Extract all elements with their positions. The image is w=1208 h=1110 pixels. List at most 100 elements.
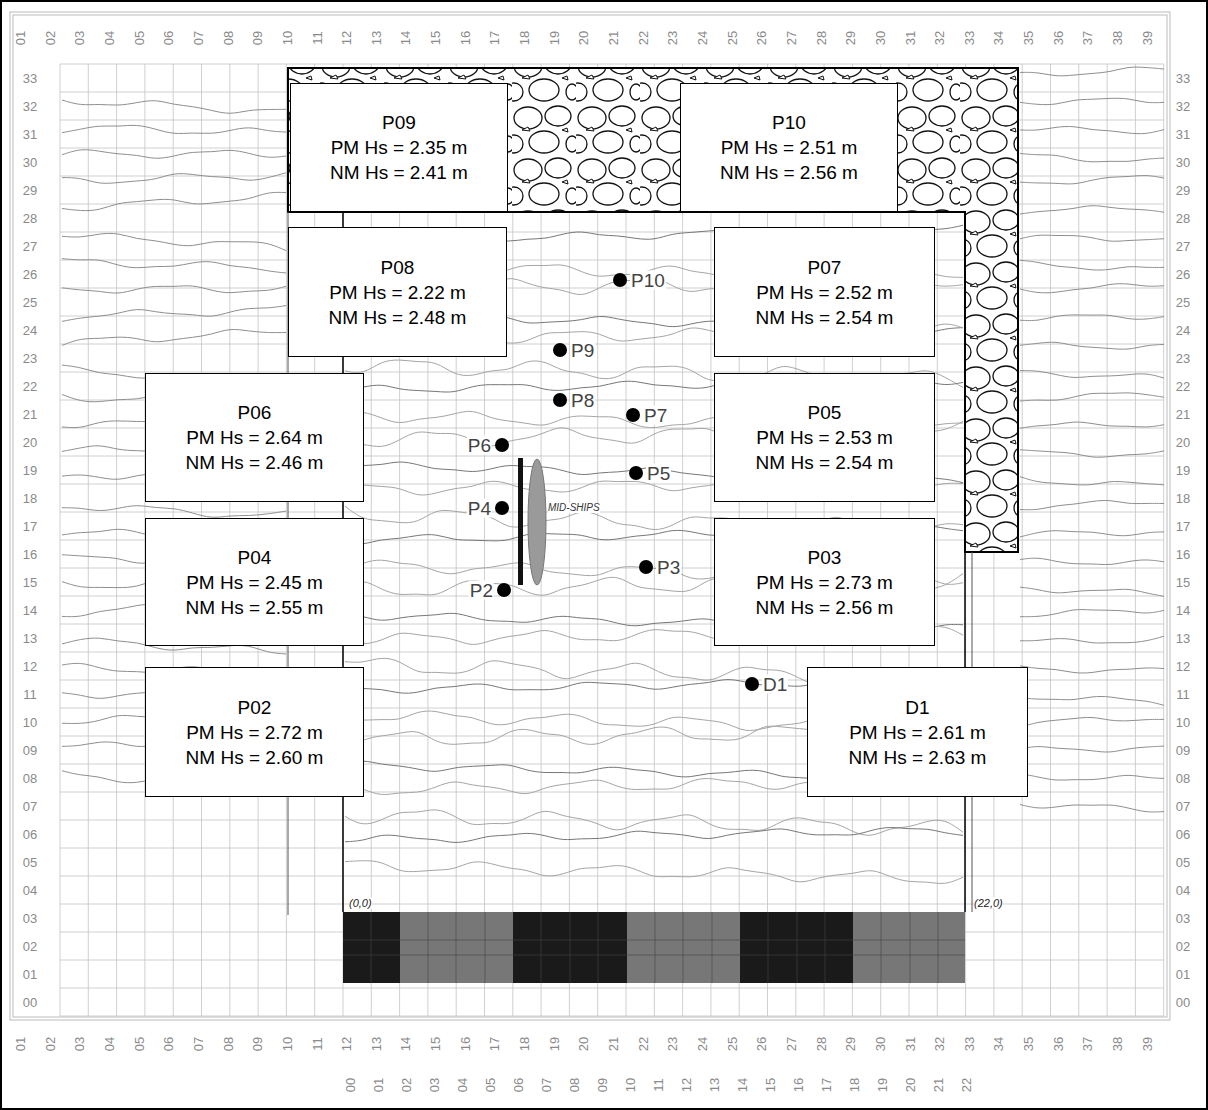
basin-coordinate: 17 — [820, 1078, 833, 1092]
basin-coordinate: 13 — [708, 1078, 721, 1092]
basin-coordinate: 04 — [456, 1078, 469, 1092]
wave-height: PM Hs = 2.51 m — [721, 135, 858, 160]
column-number: 13 — [369, 31, 382, 45]
column-number: 25 — [725, 31, 738, 45]
basin-coordinate: 15 — [764, 1078, 777, 1092]
column-number: 03 — [73, 1037, 86, 1051]
column-number: 13 — [369, 1037, 382, 1051]
corner-coordinate: (22,0) — [974, 898, 1003, 909]
gauge-label: P3 — [656, 558, 681, 577]
column-number: 01 — [14, 31, 27, 45]
ship-model — [518, 458, 546, 585]
gauge-dot — [553, 343, 567, 357]
gauge-result-box: P08PM Hs = 2.22 mNM Hs = 2.48 m — [288, 227, 507, 357]
basin-coordinate: 16 — [792, 1078, 805, 1092]
row-number: 28 — [23, 212, 37, 225]
row-number: 01 — [1176, 968, 1190, 981]
row-number: 30 — [1176, 156, 1190, 169]
gauge-result-box: P07PM Hs = 2.52 mNM Hs = 2.54 m — [714, 227, 935, 357]
corner-coordinate: (0,0) — [349, 898, 372, 909]
gauge-label: P10 — [630, 271, 666, 290]
basin-coordinate: 10 — [624, 1078, 637, 1092]
gauge-dot — [745, 677, 759, 691]
column-number: 15 — [429, 1037, 442, 1051]
wave-height: NM Hs = 2.54 m — [756, 305, 894, 330]
basin-coordinate: 12 — [680, 1078, 693, 1092]
column-number: 08 — [221, 1037, 234, 1051]
row-number: 25 — [23, 296, 37, 309]
gauge-label: D1 — [762, 675, 788, 694]
column-number: 37 — [1081, 31, 1094, 45]
column-number: 07 — [191, 31, 204, 45]
wave-height: NM Hs = 2.63 m — [849, 745, 987, 770]
column-number: 05 — [132, 1037, 145, 1051]
row-number: 13 — [1176, 632, 1190, 645]
row-number: 06 — [1176, 828, 1190, 841]
column-number: 19 — [547, 31, 560, 45]
column-number: 16 — [458, 31, 471, 45]
row-number: 14 — [1176, 604, 1190, 617]
column-number: 16 — [458, 1037, 471, 1051]
gauge-id: P02 — [238, 695, 272, 720]
column-number: 10 — [280, 31, 293, 45]
row-number: 26 — [1176, 268, 1190, 281]
column-number: 29 — [844, 1037, 857, 1051]
column-number: 36 — [1051, 31, 1064, 45]
row-number: 13 — [23, 632, 37, 645]
column-number: 09 — [251, 1037, 264, 1051]
inner-frame — [13, 15, 1167, 1017]
column-number: 24 — [695, 31, 708, 45]
bathymetry-contours — [62, 67, 1164, 883]
gauge-dot — [629, 466, 643, 480]
column-number: 04 — [102, 31, 115, 45]
gauge-result-box: P09PM Hs = 2.35 mNM Hs = 2.41 m — [290, 83, 508, 212]
row-number: 06 — [23, 828, 37, 841]
column-number: 27 — [784, 1037, 797, 1051]
column-number: 23 — [666, 1037, 679, 1051]
row-number: 22 — [23, 380, 37, 393]
row-number: 02 — [1176, 940, 1190, 953]
column-number: 22 — [636, 1037, 649, 1051]
wave-height: PM Hs = 2.73 m — [756, 570, 893, 595]
row-number: 09 — [23, 744, 37, 757]
column-number: 38 — [1111, 31, 1124, 45]
row-number: 10 — [23, 716, 37, 729]
gauge-id: P09 — [382, 110, 416, 135]
row-number: 07 — [1176, 800, 1190, 813]
gauge-result-box: D1PM Hs = 2.61 mNM Hs = 2.63 m — [807, 667, 1028, 797]
gauge-label: P2 — [469, 581, 494, 600]
row-number: 21 — [1176, 408, 1190, 421]
basin-coordinate: 06 — [512, 1078, 525, 1092]
gauge-id: D1 — [905, 695, 929, 720]
column-number: 07 — [191, 1037, 204, 1051]
column-number: 14 — [399, 31, 412, 45]
row-number: 03 — [1176, 912, 1190, 925]
row-number: 15 — [1176, 576, 1190, 589]
column-number: 31 — [903, 31, 916, 45]
column-number: 33 — [962, 1037, 975, 1051]
gauge-id: P04 — [238, 545, 272, 570]
row-number: 33 — [1176, 72, 1190, 85]
gauge-dot — [639, 560, 653, 574]
column-number: 21 — [607, 31, 620, 45]
gauge-result-box: P05PM Hs = 2.53 mNM Hs = 2.54 m — [714, 373, 935, 502]
row-number: 00 — [23, 996, 37, 1009]
gauge-dot — [495, 438, 509, 452]
column-number: 20 — [577, 31, 590, 45]
basin-coordinate: 11 — [652, 1078, 665, 1092]
row-number: 29 — [23, 184, 37, 197]
column-number: 02 — [43, 31, 56, 45]
wave-height: NM Hs = 2.56 m — [720, 160, 858, 185]
column-number: 33 — [962, 31, 975, 45]
column-number: 18 — [518, 31, 531, 45]
rubble-breakwater — [288, 68, 1018, 552]
basin-coordinate: 14 — [736, 1078, 749, 1092]
column-number: 08 — [221, 31, 234, 45]
column-number: 11 — [310, 1037, 323, 1051]
row-number: 20 — [23, 436, 37, 449]
gauge-id: P06 — [238, 400, 272, 425]
wave-height: PM Hs = 2.72 m — [186, 720, 323, 745]
column-number: 28 — [814, 31, 827, 45]
column-number: 31 — [903, 1037, 916, 1051]
row-number: 14 — [23, 604, 37, 617]
